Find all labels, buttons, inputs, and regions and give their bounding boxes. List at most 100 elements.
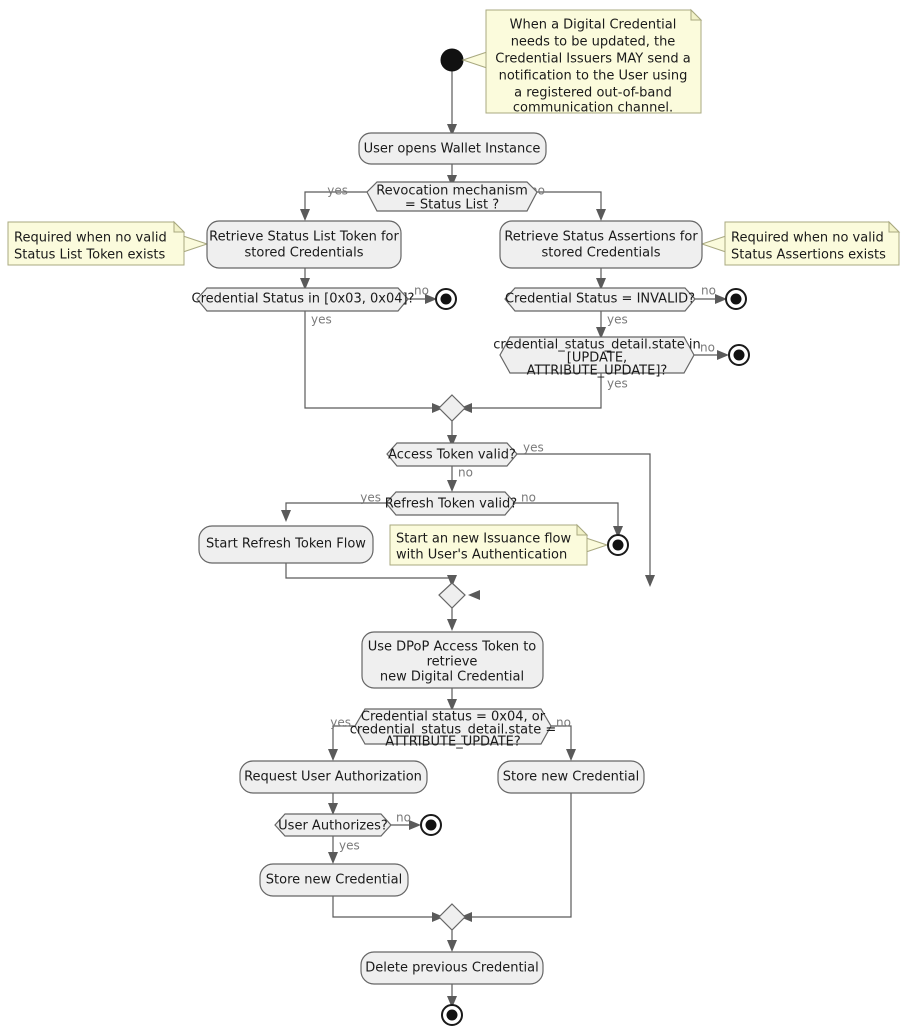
arrowhead xyxy=(300,278,310,290)
decision-label-line-3: ATTRIBUTE_UPDATE? xyxy=(385,735,521,750)
arrowhead xyxy=(596,327,606,339)
activity-label: Store new Credential xyxy=(503,770,639,785)
guard-status0x04-yes: yes xyxy=(330,716,351,730)
activity-label: Delete previous Credential xyxy=(365,961,538,976)
decision-refresh-token-valid[interactable]: Refresh Token valid? xyxy=(385,491,517,516)
activity-use-dpop-access-token[interactable]: Use DPoP Access Token to retrieve new Di… xyxy=(361,631,544,689)
decision-credential-status-detail-state[interactable]: credential_status_detail.state in [UPDAT… xyxy=(493,336,701,379)
merge-node-3 xyxy=(438,903,466,931)
arrowhead xyxy=(468,590,480,600)
decision-label-line-3: ATTRIBUTE_UPDATE]? xyxy=(527,364,668,379)
arrowhead xyxy=(596,209,606,221)
guard-status-in-yes: yes xyxy=(311,313,332,327)
arrowhead xyxy=(715,294,727,304)
note-new-issuance-flow: Start an new Issuance flow with User's A… xyxy=(389,523,609,566)
activity-store-new-credential-left[interactable]: Store new Credential xyxy=(259,863,409,897)
decision-label: Credential Status in [0x03, 0x04]? xyxy=(192,292,415,307)
final-node-end[interactable] xyxy=(441,1004,463,1026)
note-status-assertions: Required when no valid Status Assertions… xyxy=(700,220,901,266)
edge-revocation-no xyxy=(527,191,602,212)
edge-revocation-yes xyxy=(304,191,378,212)
decision-label-line-2: [UPDATE, xyxy=(567,351,627,366)
note-start: When a Digital Credential needs to be up… xyxy=(461,8,703,116)
activity-label-line-2: retrieve xyxy=(427,655,478,670)
note-start-line-6: communication channel. xyxy=(513,101,673,116)
activity-label-line-1: Retrieve Status Assertions for xyxy=(504,230,698,245)
arrowhead xyxy=(447,435,457,447)
note-start-line-3: Credential Issuers MAY send a xyxy=(495,52,690,67)
arrowhead xyxy=(447,996,457,1008)
guard-refreshtoken-no: no xyxy=(521,491,536,505)
arrowhead xyxy=(281,510,291,522)
guard-userauthorizes-yes: yes xyxy=(339,839,360,853)
arrowhead xyxy=(460,912,472,922)
edge-status-in-yes xyxy=(304,311,436,409)
arrowhead xyxy=(717,350,729,360)
activity-start-refresh-token-flow[interactable]: Start Refresh Token Flow xyxy=(198,525,374,564)
arrowhead xyxy=(447,940,457,952)
guard-detailstate-no: no xyxy=(700,341,715,355)
arrowhead xyxy=(328,852,338,864)
arrowhead xyxy=(566,749,576,761)
decision-label: Refresh Token valid? xyxy=(385,497,517,512)
note-start-line-2: needs to be updated, the xyxy=(511,35,676,50)
arrowhead xyxy=(409,820,421,830)
decision-label: Credential Status = INVALID? xyxy=(505,292,695,307)
decision-label-line-1: credential_status_detail.state in xyxy=(493,338,701,353)
activity-label: Start Refresh Token Flow xyxy=(206,537,366,552)
activity-label-line-1: Retrieve Status List Token for xyxy=(209,230,399,245)
note-start-line-1: When a Digital Credential xyxy=(510,18,677,33)
edge-status0x04-no xyxy=(551,725,572,752)
activity-request-user-authorization[interactable]: Request User Authorization xyxy=(239,760,428,794)
edges-layer xyxy=(281,71,729,1008)
decision-label-line-1: Credential status = 0x04, or xyxy=(361,710,546,725)
arrowhead xyxy=(328,803,338,815)
final-node-invalid-no[interactable] xyxy=(725,288,747,310)
initial-node[interactable] xyxy=(440,48,464,72)
note-status-list-line-1: Required when no valid xyxy=(14,231,167,246)
edge-refreshtoken-yes xyxy=(285,502,386,513)
activity-label: Request User Authorization xyxy=(244,770,422,785)
guard-refreshtoken-yes: yes xyxy=(360,491,381,505)
decision-access-token-valid[interactable]: Access Token valid? xyxy=(386,442,518,467)
arrowhead xyxy=(447,480,457,492)
guard-revocation-yes: yes xyxy=(327,184,348,198)
activity-retrieve-status-assertions[interactable]: Retrieve Status Assertions for stored Cr… xyxy=(499,220,703,269)
decision-revocation-mechanism[interactable]: Revocation mechanism = Status List ? xyxy=(366,181,538,213)
decision-credential-status-invalid[interactable]: Credential Status = INVALID? xyxy=(504,287,696,312)
decision-label: User Authorizes? xyxy=(278,819,388,834)
activity-delete-previous-credential[interactable]: Delete previous Credential xyxy=(360,951,544,985)
decision-user-authorizes[interactable]: User Authorizes? xyxy=(274,813,392,837)
guard-detailstate-yes: yes xyxy=(607,377,628,391)
activity-label: Store new Credential xyxy=(266,873,402,888)
note-issuance-line-1: Start an new Issuance flow xyxy=(396,532,571,547)
activity-store-new-credential-right[interactable]: Store new Credential xyxy=(497,760,645,794)
activity-retrieve-status-list-token[interactable]: Retrieve Status List Token for stored Cr… xyxy=(206,220,402,269)
final-node-status-in-no[interactable] xyxy=(435,288,457,310)
edge-detailstate-yes xyxy=(468,372,602,409)
note-start-line-5: a registered out-of-band xyxy=(514,86,672,101)
arrowhead xyxy=(447,175,457,187)
guard-status0x04-no: no xyxy=(556,716,571,730)
arrowhead xyxy=(447,575,457,587)
guard-userauthorizes-no: no xyxy=(396,811,411,825)
edge-refreshtoken-no xyxy=(515,502,619,530)
decision-label-line-2: = Status List ? xyxy=(405,198,499,213)
note-start-line-4: notification to the User using xyxy=(499,69,688,84)
decision-label-line-1: Revocation mechanism xyxy=(376,184,528,199)
activity-user-opens-wallet-instance[interactable]: User opens Wallet Instance xyxy=(358,132,547,165)
decision-label-line-2: credential_status_detail.state = xyxy=(350,723,557,738)
activity-label-line-2: stored Credentials xyxy=(245,246,364,261)
edge-status0x04-yes xyxy=(332,725,355,752)
activity-label-line-1: Use DPoP Access Token to xyxy=(368,640,537,655)
final-node-detail-state-no[interactable] xyxy=(728,344,750,366)
final-node-refresh-token-no[interactable] xyxy=(607,534,629,556)
arrowhead xyxy=(447,699,457,711)
decision-credential-status-0x04[interactable]: Credential status = 0x04, or credential_… xyxy=(350,708,557,750)
activity-label-line-2: stored Credentials xyxy=(542,246,661,261)
decision-credential-status-in-range[interactable]: Credential Status in [0x03, 0x04]? xyxy=(192,287,415,312)
final-node-user-authorizes-no[interactable] xyxy=(420,814,442,836)
arrowhead xyxy=(613,526,623,538)
arrowhead xyxy=(425,294,437,304)
